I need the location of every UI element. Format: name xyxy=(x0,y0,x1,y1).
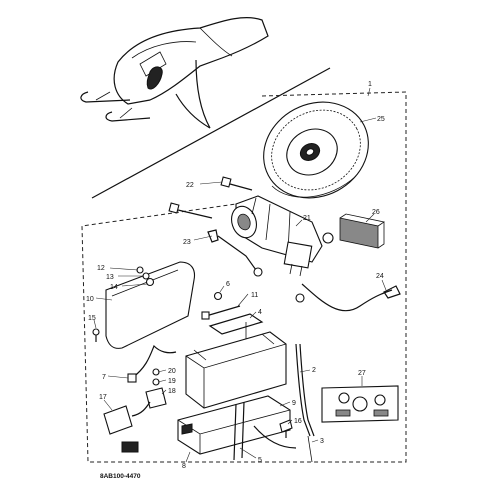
screw-16-part xyxy=(279,419,293,438)
panel-part xyxy=(321,385,399,423)
battery-part xyxy=(185,331,287,409)
callout-26: 26 xyxy=(372,209,380,216)
callout-4: 4 xyxy=(258,309,262,316)
starter-bracket-part xyxy=(207,229,263,277)
callout-2: 2 xyxy=(312,367,316,374)
separator-line xyxy=(91,67,331,199)
callout-11: 11 xyxy=(251,292,258,299)
callout-14: 14 xyxy=(110,284,118,291)
battery-strap-part xyxy=(233,401,297,461)
leader-lines xyxy=(93,87,387,463)
starter-motor-part xyxy=(231,195,334,277)
orientation-badge xyxy=(121,441,139,453)
callout-13: 13 xyxy=(106,274,114,281)
callout-12: 12 xyxy=(97,265,105,272)
fuse-holder-part xyxy=(103,401,151,435)
snowmobile-illustration xyxy=(80,17,269,129)
callout-9: 9 xyxy=(292,400,296,407)
callout-17: 17 xyxy=(99,394,107,401)
starter-bolts-part xyxy=(168,176,253,219)
callout-6: 6 xyxy=(226,281,230,288)
callout-22: 22 xyxy=(186,182,194,189)
battery-lead-part xyxy=(127,344,177,383)
callout-15: 15 xyxy=(88,315,96,322)
callout-19: 19 xyxy=(168,378,176,385)
callout-23: 23 xyxy=(183,239,191,246)
drawing-code: 8AB100-4470 xyxy=(100,473,141,480)
battery-cover-part xyxy=(105,261,196,349)
screw-part xyxy=(92,328,100,342)
callout-5: 5 xyxy=(258,457,262,464)
plate-part xyxy=(339,213,386,249)
battery-box-part xyxy=(177,395,291,455)
callout-24: 24 xyxy=(376,273,384,280)
flywheel-part xyxy=(263,101,369,199)
breather-hose-part xyxy=(295,343,315,463)
fuse-hardware-part xyxy=(145,368,167,409)
callout-25: 25 xyxy=(377,116,385,123)
callout-16: 16 xyxy=(294,418,302,425)
lead-wire-part xyxy=(295,283,401,312)
callout-7: 7 xyxy=(102,374,106,381)
callout-21: 21 xyxy=(303,215,311,222)
bolt-nut-part xyxy=(201,291,241,320)
callout-18: 18 xyxy=(168,388,176,395)
assembly-boundary xyxy=(81,91,407,463)
callout-20: 20 xyxy=(168,368,176,375)
callout-1: 1 xyxy=(368,81,372,88)
callout-labels: 1 25 22 21 26 23 12 13 14 24 6 11 10 4 1… xyxy=(86,81,385,470)
callout-8: 8 xyxy=(182,463,186,470)
callout-10: 10 xyxy=(86,296,94,303)
callout-3: 3 xyxy=(320,438,324,445)
callout-27: 27 xyxy=(358,370,366,377)
